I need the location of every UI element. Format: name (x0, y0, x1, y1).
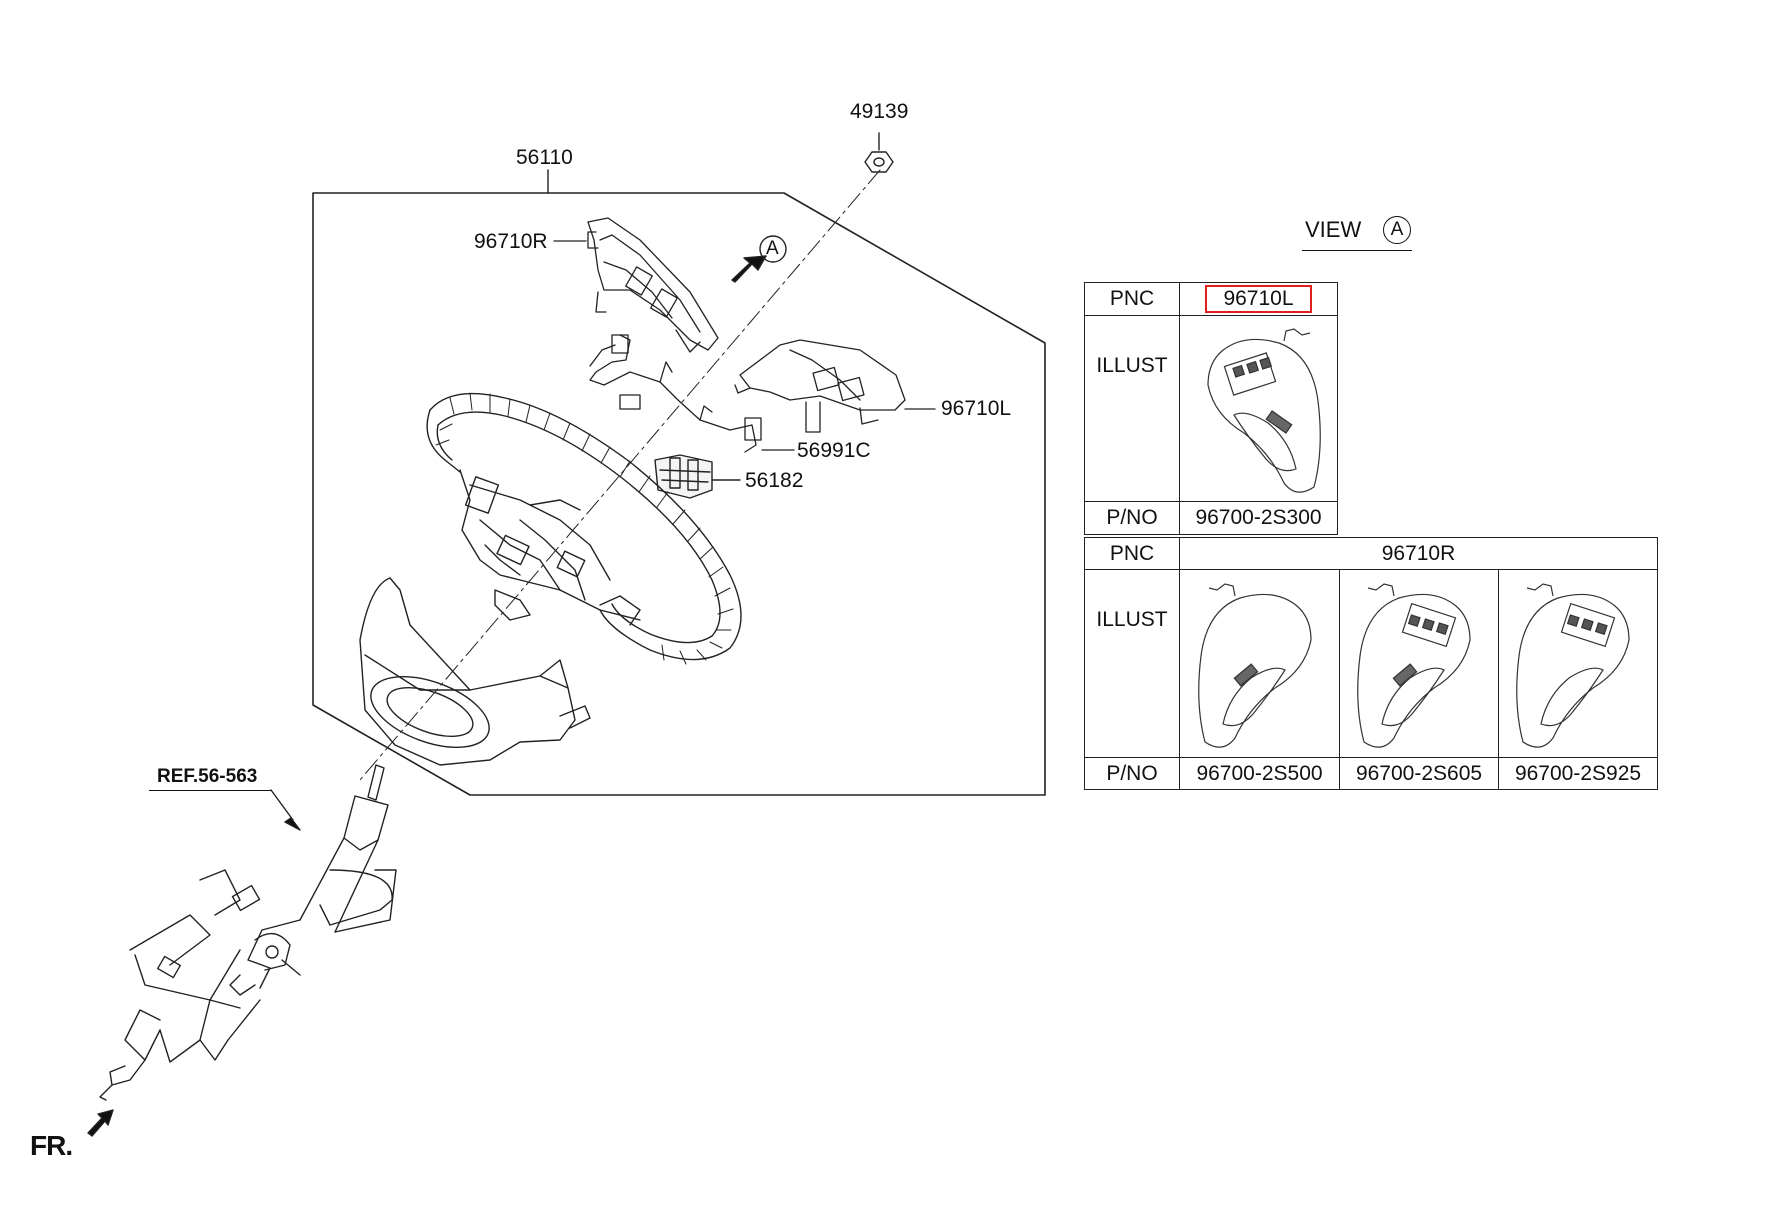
pnc-value: 96710R (1179, 537, 1658, 570)
illust-96700-2s605 (1339, 569, 1499, 758)
wiring-harness-56991c (589, 334, 795, 453)
pno-label: P/NO (1084, 501, 1180, 535)
illust-label: ILLUST (1084, 569, 1180, 758)
steering-wheel (426, 392, 742, 665)
lower-cover (359, 577, 591, 766)
pnc-label: PNC (1084, 282, 1180, 316)
pnc-value-cell: 96710L (1179, 282, 1338, 316)
pno-label: P/NO (1084, 757, 1180, 790)
pno-value-3: 96700-2S925 (1498, 757, 1658, 790)
switch-96710l (734, 339, 936, 433)
pno-value-1: 96700-2S500 (1179, 757, 1340, 790)
pno-value: 96700-2S300 (1179, 501, 1338, 535)
switch-96710r (553, 217, 719, 353)
table-96710l: PNC 96710L ILLUST P/NO 96700-2 (1084, 282, 1338, 535)
callout-96710r: 96710R (474, 230, 548, 253)
switch-illustration-right-1 (1197, 582, 1312, 748)
fr-arrow (87, 1109, 114, 1137)
switch-illustration-left (1206, 327, 1321, 493)
callout-56110: 56110 (516, 146, 573, 169)
pnc-label: PNC (1084, 537, 1180, 570)
ref-label: REF.56-563 (157, 766, 258, 787)
callout-56991c: 56991C (797, 439, 871, 462)
ref-underline (149, 790, 271, 791)
assembly-axis (359, 169, 881, 781)
view-arrow-letter: A (766, 238, 779, 259)
ref-arrow (270, 789, 301, 831)
fr-label: FR. (30, 1130, 73, 1161)
callout-49139: 49139 (850, 100, 909, 123)
view-marker: A (1383, 216, 1411, 244)
view-arrow-a (731, 235, 787, 283)
switch-illustration-right-3 (1516, 582, 1630, 748)
connector-56182 (654, 454, 741, 499)
illust-96700-2s300 (1179, 315, 1338, 502)
pnc-value-highlighted: 96710L (1205, 285, 1312, 313)
switch-illustration-right-2 (1357, 582, 1471, 748)
callout-96710l: 96710L (941, 397, 1012, 420)
table-96710r: PNC 96710R ILLUST (1084, 537, 1658, 790)
nut-49139 (864, 132, 894, 173)
view-title: VIEW (1305, 217, 1362, 242)
illust-96700-2s500 (1179, 569, 1340, 758)
illust-96700-2s925 (1498, 569, 1658, 758)
callout-56182: 56182 (745, 469, 804, 492)
illust-label: ILLUST (1084, 315, 1180, 502)
steering-column (99, 764, 397, 1101)
view-underline (1302, 250, 1412, 251)
assembly-boundary (312, 192, 1046, 796)
pno-value-2: 96700-2S605 (1339, 757, 1499, 790)
